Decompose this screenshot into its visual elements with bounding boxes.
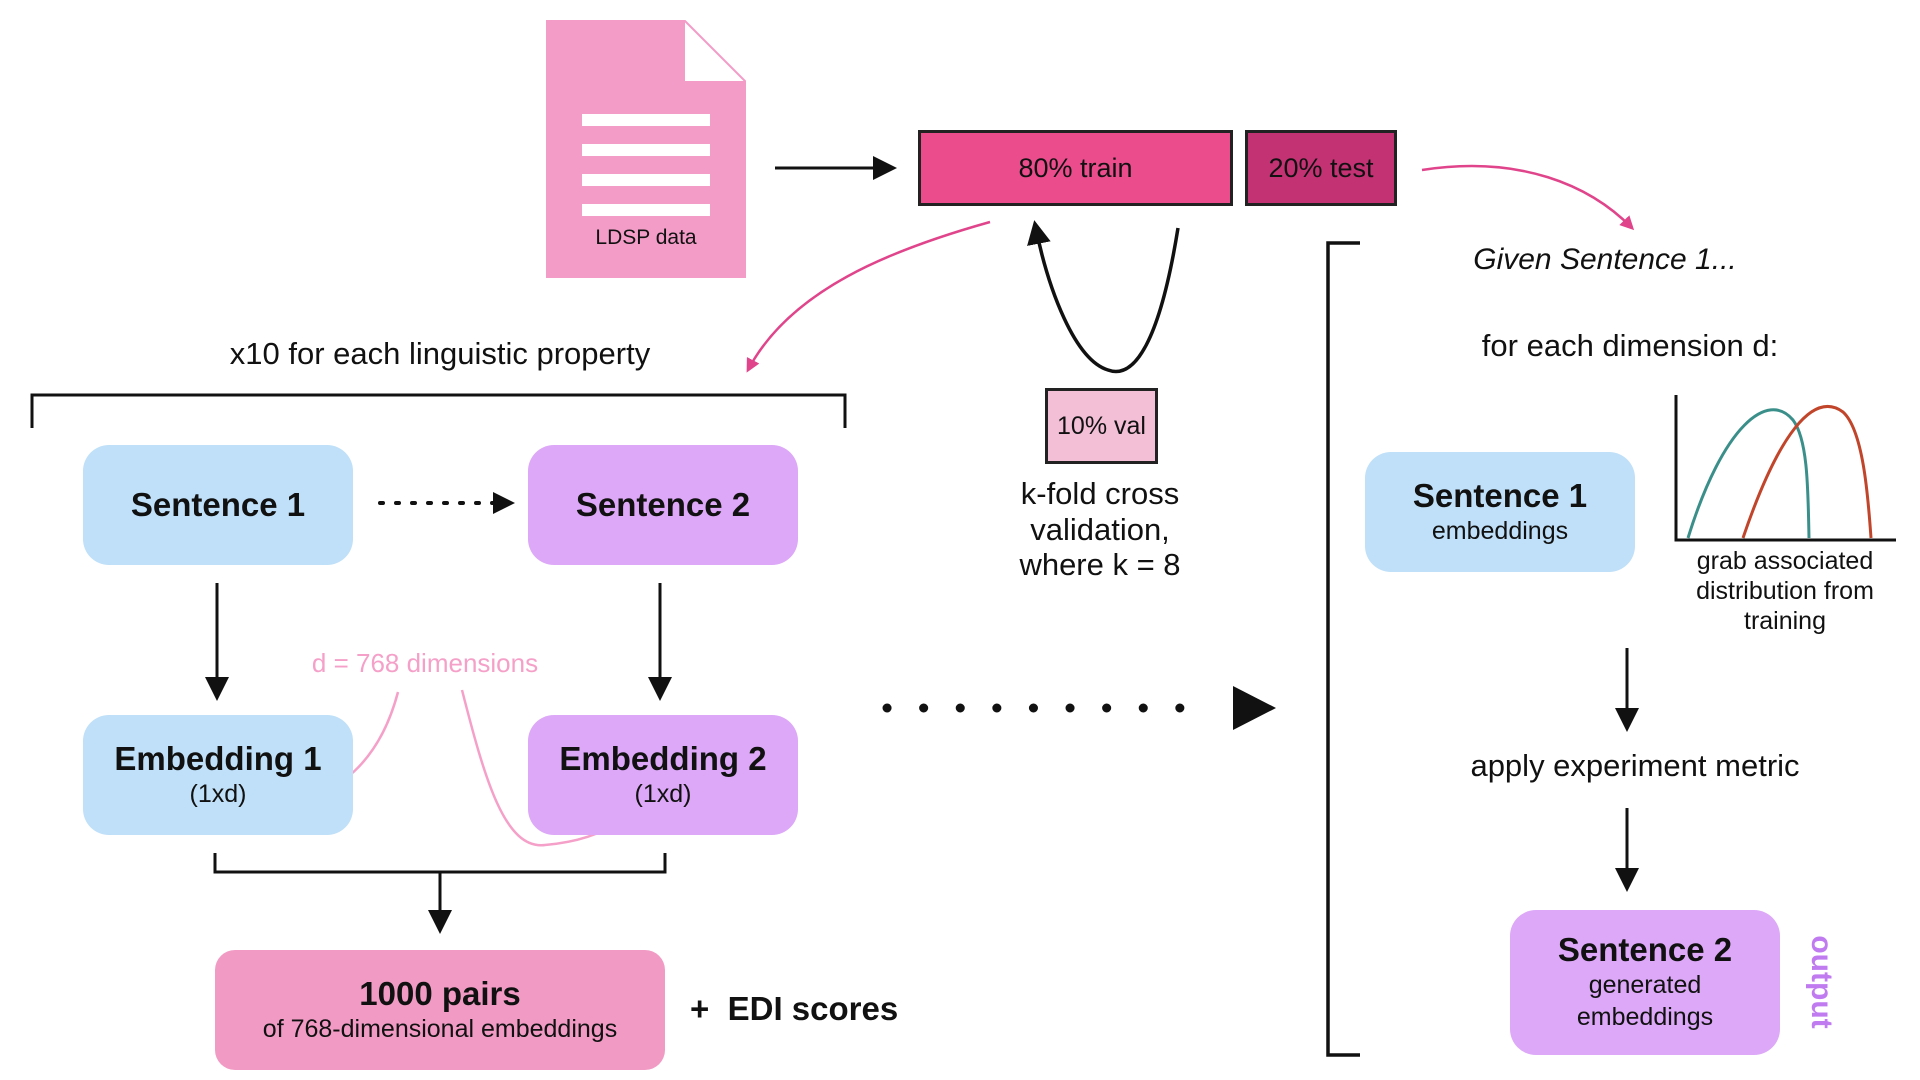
val-split-label: 10% val [1057, 411, 1146, 440]
embedding2-sub: (1xd) [634, 779, 692, 808]
training-bracket [30, 393, 847, 428]
document-icon: LDSP data [546, 17, 749, 278]
test-to-inference-arrow [1421, 164, 1635, 231]
pairs-title: 1000 pairs [359, 974, 521, 1012]
train-split-label: 80% train [1018, 152, 1133, 183]
training-header: x10 for each linguistic property [229, 336, 651, 371]
merge-bracket [213, 853, 667, 874]
validation-loop-arrow [1027, 220, 1180, 374]
test-split-box: 20% test [1245, 130, 1397, 206]
inference-sentence1-sub: embeddings [1431, 516, 1569, 545]
inference-sentence2-title: Sentence 2 [1557, 931, 1733, 969]
pairs-sub: of 768-dimensional embeddings [262, 1014, 618, 1043]
pairs-box: 1000 pairs of 768-dimensional embeddings [215, 950, 665, 1070]
document-icon-graphic [546, 17, 749, 278]
embedding2-box: Embedding 2 (1xd) [528, 715, 798, 835]
inference-sentence2-sub1: generated [1588, 970, 1702, 999]
inference-sentence1-title: Sentence 1 [1412, 476, 1588, 514]
embedding1-box: Embedding 1 (1xd) [83, 715, 353, 835]
cv-line-1: k-fold cross [1020, 476, 1180, 511]
inference-sentence2-box: Sentence 2 generated embeddings [1510, 910, 1780, 1055]
training-sentence1-title: Sentence 1 [130, 486, 306, 524]
training-sentence2-box: Sentence 2 [528, 445, 798, 565]
grab-line-1: grab associated [1696, 547, 1874, 575]
embedding2-title: Embedding 2 [559, 739, 767, 777]
train-to-training-arrow [746, 220, 991, 373]
inference-for-each-label: for each dimension d: [1481, 328, 1779, 363]
embedding1-sub: (1xd) [189, 779, 247, 808]
grab-distribution-note: grab associated distribution from traini… [1660, 546, 1910, 636]
training-to-inference-arrowhead [1233, 686, 1276, 730]
inference-sentence2-sub2: embeddings [1576, 1003, 1714, 1032]
inference-given-label: Given Sentence 1... [1473, 243, 1737, 276]
inference-sentence1-box: Sentence 1 embeddings [1365, 452, 1635, 572]
dimension-label: d = 768 dimensions [311, 648, 539, 678]
train-split-box: 80% train [918, 130, 1233, 206]
cv-line-3: where k = 8 [1019, 547, 1181, 583]
apply-metric-label: apply experiment metric [1470, 748, 1800, 783]
cv-line-2: validation, [1030, 511, 1170, 547]
distribution-chart-icon [1668, 390, 1898, 542]
training-sentence1-box: Sentence 1 [83, 445, 353, 565]
training-sentence2-title: Sentence 2 [575, 486, 751, 524]
inference-bracket [1326, 241, 1360, 1057]
output-label: output [1805, 935, 1838, 1029]
cross-validation-note: k-fold cross validation, where k = 8 [960, 476, 1240, 583]
grab-line-2: distribution from [1696, 577, 1874, 605]
embedding1-title: Embedding 1 [114, 739, 322, 777]
sentence-dotted-arrowhead [493, 492, 515, 514]
data-source-label: LDSP data [595, 226, 697, 249]
val-split-box: 10% val [1045, 388, 1158, 464]
edi-scores-label: + EDI scores [690, 990, 899, 1027]
grab-line-3: training [1744, 607, 1826, 635]
test-split-label: 20% test [1268, 152, 1374, 183]
distribution-chart-graphic [1674, 395, 1896, 542]
